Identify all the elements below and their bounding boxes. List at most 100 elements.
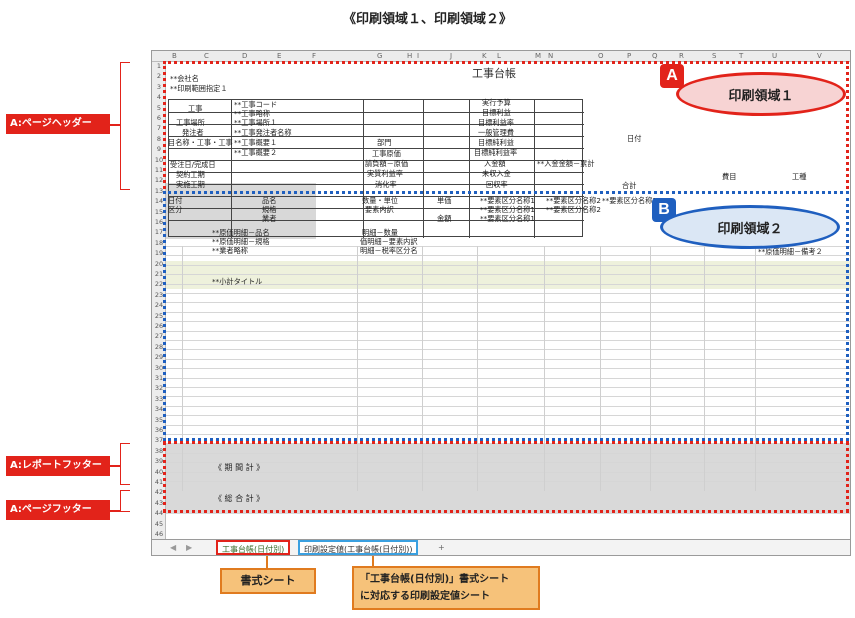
row-number[interactable]: 23 [154, 290, 164, 299]
row-number[interactable]: 37 [154, 436, 164, 445]
col-t[interactable]: T [739, 52, 744, 60]
label-mokuhyo-junrate[interactable]: 目標純利益率 [474, 148, 518, 157]
col-o[interactable]: O [598, 52, 604, 60]
row-number[interactable]: 21 [154, 270, 164, 278]
detail-row3[interactable]: **業者略称 [212, 246, 248, 255]
row-number[interactable]: 20 [154, 259, 164, 268]
col-u[interactable]: U [772, 52, 778, 60]
add-sheet-button[interactable]: + [438, 543, 445, 552]
print-range-cell[interactable]: **印刷範囲指定１ [170, 84, 228, 93]
label-hatchusha[interactable]: 発注者 [182, 128, 204, 137]
row-number[interactable]: 10 [154, 155, 164, 164]
label-nyukin[interactable]: 入金額 [484, 159, 506, 168]
col-v[interactable]: V [817, 52, 822, 60]
col-p[interactable]: P [627, 52, 632, 60]
col-l[interactable]: L [497, 52, 501, 60]
row-number[interactable]: 29 [154, 353, 164, 362]
col-b[interactable]: B [172, 52, 177, 60]
row-number[interactable]: 30 [154, 363, 164, 372]
label-date[interactable]: 日付 [627, 134, 642, 143]
detail-mid3[interactable]: 明細－税率区分名 [360, 246, 418, 255]
cell-client[interactable]: **工事発注者名称 [234, 128, 292, 137]
detail-kubun[interactable]: 区分 [168, 205, 183, 214]
detail-yoso-name1[interactable]: **要素区分名称1 [480, 196, 535, 205]
row-number[interactable]: 26 [154, 322, 164, 330]
label-koshu[interactable]: 工種 [792, 172, 807, 181]
row-number[interactable]: 16 [154, 218, 164, 226]
label-genka[interactable]: 工事原価 [372, 149, 401, 158]
col-q[interactable]: Q [652, 52, 658, 60]
col-k[interactable]: K [482, 52, 487, 60]
label-mokuhyo-rate[interactable]: 目標利益率 [478, 118, 514, 127]
row-number[interactable]: 40 [154, 467, 164, 476]
label-uketsuke[interactable]: 受注日/完成日 [170, 160, 216, 169]
row-number[interactable]: 3 [156, 82, 162, 91]
label-total[interactable]: 合計 [622, 181, 637, 190]
row-number[interactable]: 13 [154, 186, 164, 195]
row-number[interactable]: 4 [156, 93, 162, 102]
detail-biko[interactable]: **原価明細－備考２ [758, 247, 823, 256]
row-number[interactable]: 8 [156, 134, 162, 143]
row-number[interactable]: 36 [154, 426, 164, 434]
row-number[interactable]: 25 [154, 311, 164, 320]
row-number[interactable]: 11 [154, 166, 164, 174]
row-number[interactable]: 24 [154, 301, 164, 310]
detail-hinmei[interactable]: 品名 [262, 196, 277, 205]
row-number[interactable]: 6 [156, 114, 162, 122]
row-number[interactable]: 33 [154, 394, 164, 403]
cell-name[interactable]: **工事略称 [234, 109, 270, 118]
label-yosan[interactable]: 実行予算 [482, 98, 511, 107]
detail-tanka[interactable]: 単価 [437, 196, 452, 205]
detail-kikaku[interactable]: 規格 [262, 205, 277, 214]
label-mokuhyo-rieki[interactable]: 目標利益 [482, 108, 511, 117]
row-number[interactable]: 19 [154, 249, 164, 258]
detail-yoso-name2[interactable]: **要素区分名称2 [546, 196, 601, 205]
label-moku[interactable]: 目名称・工事・工事 [168, 138, 233, 147]
label-ippan[interactable]: 一般管理費 [478, 128, 514, 137]
col-g[interactable]: G [377, 52, 383, 60]
detail-yoso-name1c[interactable]: **要素区分名称1 [480, 214, 535, 223]
row-number[interactable]: 34 [154, 405, 164, 414]
row-number[interactable]: 28 [154, 342, 164, 351]
detail-gyosha[interactable]: 業者 [262, 214, 277, 223]
label-hiyo[interactable]: 費目 [722, 172, 737, 181]
row-number[interactable]: 7 [156, 124, 162, 133]
col-r[interactable]: R [679, 52, 684, 60]
detail-suryo[interactable]: 数量・単位 [362, 196, 398, 205]
detail-yoso[interactable]: 要素内訳 [365, 205, 394, 214]
cell-summary1[interactable]: **工事概要１ [234, 138, 278, 147]
row-number[interactable]: 32 [154, 384, 164, 393]
col-d[interactable]: D [242, 52, 248, 60]
detail-mid2[interactable]: 価明細－要素内訳 [360, 237, 418, 246]
detail-row1[interactable]: **原価明細－品名 [212, 228, 270, 237]
row-number[interactable]: 43 [154, 498, 164, 507]
col-c[interactable]: C [204, 52, 209, 60]
detail-yoso-name2b[interactable]: **要素区分名称2 [546, 205, 601, 214]
label-seikyu[interactable]: 請負額－原価 [365, 159, 409, 168]
detail-yoso-name1b[interactable]: **要素区分名称1 [480, 205, 535, 214]
cell-code[interactable]: **工事コード [234, 100, 278, 109]
row-number[interactable]: 1 [156, 62, 162, 70]
label-minyukin[interactable]: 未収入金 [482, 169, 511, 178]
row-number[interactable]: 44 [154, 509, 164, 518]
detail-kingaku[interactable]: 金額 [437, 214, 452, 223]
row-number[interactable]: 35 [154, 415, 164, 424]
detail-mid1[interactable]: 明細－数量 [362, 228, 398, 237]
col-h[interactable]: H [407, 52, 413, 60]
row-number[interactable]: 39 [154, 457, 164, 466]
row-number[interactable]: 2 [156, 72, 162, 81]
detail-row2[interactable]: **原価明細－規格 [212, 237, 270, 246]
col-s[interactable]: S [712, 52, 717, 60]
row-number[interactable]: 12 [154, 176, 164, 185]
row-number[interactable]: 46 [154, 530, 164, 538]
label-koji-basho[interactable]: 工事場所 [176, 118, 205, 127]
label-bumon[interactable]: 部門 [377, 138, 392, 147]
row-number[interactable]: 38 [154, 446, 164, 455]
row-number[interactable]: 17 [154, 228, 164, 237]
row-number[interactable]: 14 [154, 197, 164, 206]
col-e[interactable]: E [277, 52, 282, 60]
row-number[interactable]: 27 [154, 332, 164, 341]
col-i[interactable]: I [417, 52, 420, 60]
row-number[interactable]: 5 [156, 103, 162, 112]
spreadsheet[interactable]: B C D E F G H I J K L M N O P Q R S T U … [151, 50, 851, 540]
